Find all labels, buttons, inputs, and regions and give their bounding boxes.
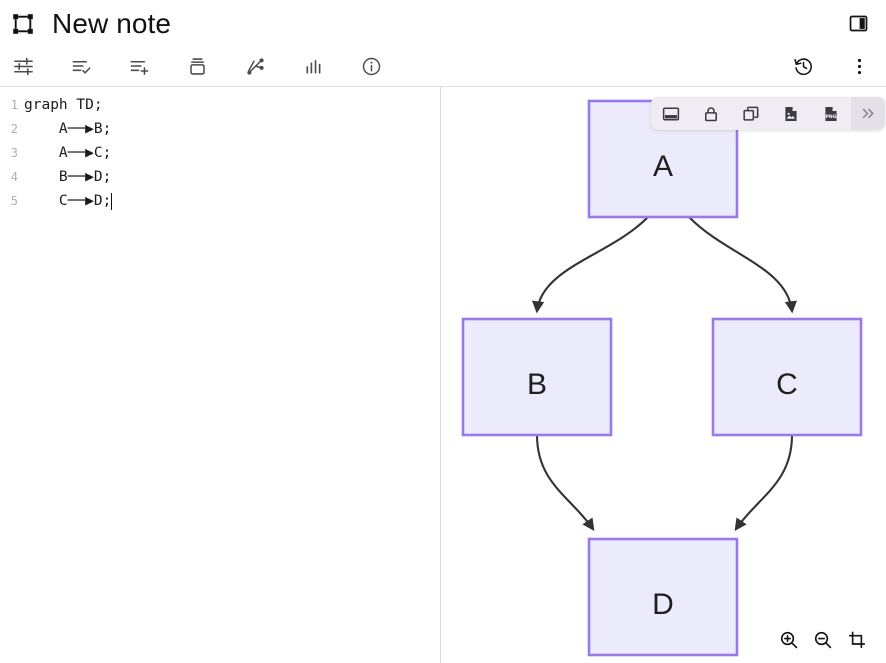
edge-b-d (535, 434, 595, 532)
copy-icon[interactable] (731, 97, 771, 130)
zoom-out-icon[interactable] (806, 623, 840, 657)
editor-toolbar (0, 47, 886, 86)
settings-sliders-icon[interactable] (8, 52, 38, 82)
info-icon[interactable] (356, 52, 386, 82)
more-chevrons-icon[interactable] (851, 97, 885, 130)
line-number: 5 (10, 194, 18, 208)
code-editor-pane[interactable]: 1 graph TD; 2 A──▶B; 3 A──▶C; 4 B──▶D; 5… (0, 87, 440, 663)
line-text: A──▶C; (24, 145, 112, 161)
diagram-zoom-controls (772, 623, 874, 657)
lock-icon[interactable] (691, 97, 731, 130)
page-title[interactable]: New note (52, 7, 172, 39)
node-label: A (653, 150, 673, 183)
edge-a-b (532, 216, 649, 314)
toolbar-divider (0, 86, 886, 87)
diagram-node-b[interactable]: B (461, 317, 613, 437)
zoom-in-icon[interactable] (772, 623, 806, 657)
line-number: 1 (10, 98, 18, 112)
code-line[interactable]: 4 B──▶D; (0, 165, 440, 189)
line-text: A──▶B; (24, 121, 112, 137)
node-label: D (652, 588, 674, 621)
diagram-node-d[interactable]: D (587, 537, 739, 657)
diagram-edges (532, 216, 797, 532)
checklist-icon[interactable] (66, 52, 96, 82)
line-text: graph TD; (24, 97, 103, 113)
edge-a-c (688, 216, 797, 314)
export-png-icon[interactable]: PNG (811, 97, 851, 130)
fit-panel-icon[interactable] (651, 97, 691, 130)
split-panel-icon[interactable] (843, 9, 873, 39)
line-number: 3 (10, 146, 18, 160)
pane-divider[interactable] (440, 87, 441, 663)
diagram-node-c[interactable]: C (711, 317, 863, 437)
title-bar-actions (843, 9, 873, 39)
export-svg-icon[interactable] (771, 97, 811, 130)
edge-c-d (734, 434, 794, 532)
code-line[interactable]: 3 A──▶C; (0, 141, 440, 165)
graph-branch-icon[interactable] (240, 52, 270, 82)
diagram-float-toolbar: PNG (651, 97, 885, 130)
node-label: B (527, 368, 547, 401)
add-list-icon[interactable] (124, 52, 154, 82)
svg-text:PNG: PNG (826, 114, 837, 120)
toolbar-left-group (0, 52, 414, 82)
bar-chart-icon[interactable] (298, 52, 328, 82)
more-vertical-icon[interactable] (844, 52, 874, 82)
code-line[interactable]: 1 graph TD; (0, 93, 440, 117)
selection-frame-icon[interactable] (10, 11, 36, 37)
line-number: 4 (10, 170, 18, 184)
line-text: C──▶D; (24, 193, 112, 209)
toolbar-right-group (762, 52, 886, 82)
fit-screen-icon[interactable] (840, 623, 874, 657)
code-line[interactable]: 2 A──▶B; (0, 117, 440, 141)
code-editor[interactable]: 1 graph TD; 2 A──▶B; 3 A──▶C; 4 B──▶D; 5… (0, 93, 440, 213)
title-bar: New note (0, 0, 886, 47)
line-text: B──▶D; (24, 169, 112, 185)
node-label: C (776, 368, 798, 401)
text-cursor (111, 192, 113, 210)
line-number: 2 (10, 122, 18, 136)
archive-icon[interactable] (182, 52, 212, 82)
diagram-preview-pane[interactable]: A B C D (441, 87, 886, 663)
code-line[interactable]: 5 C──▶D; (0, 189, 440, 213)
mermaid-diagram[interactable]: A B C D (441, 87, 886, 663)
history-icon[interactable] (788, 52, 818, 82)
